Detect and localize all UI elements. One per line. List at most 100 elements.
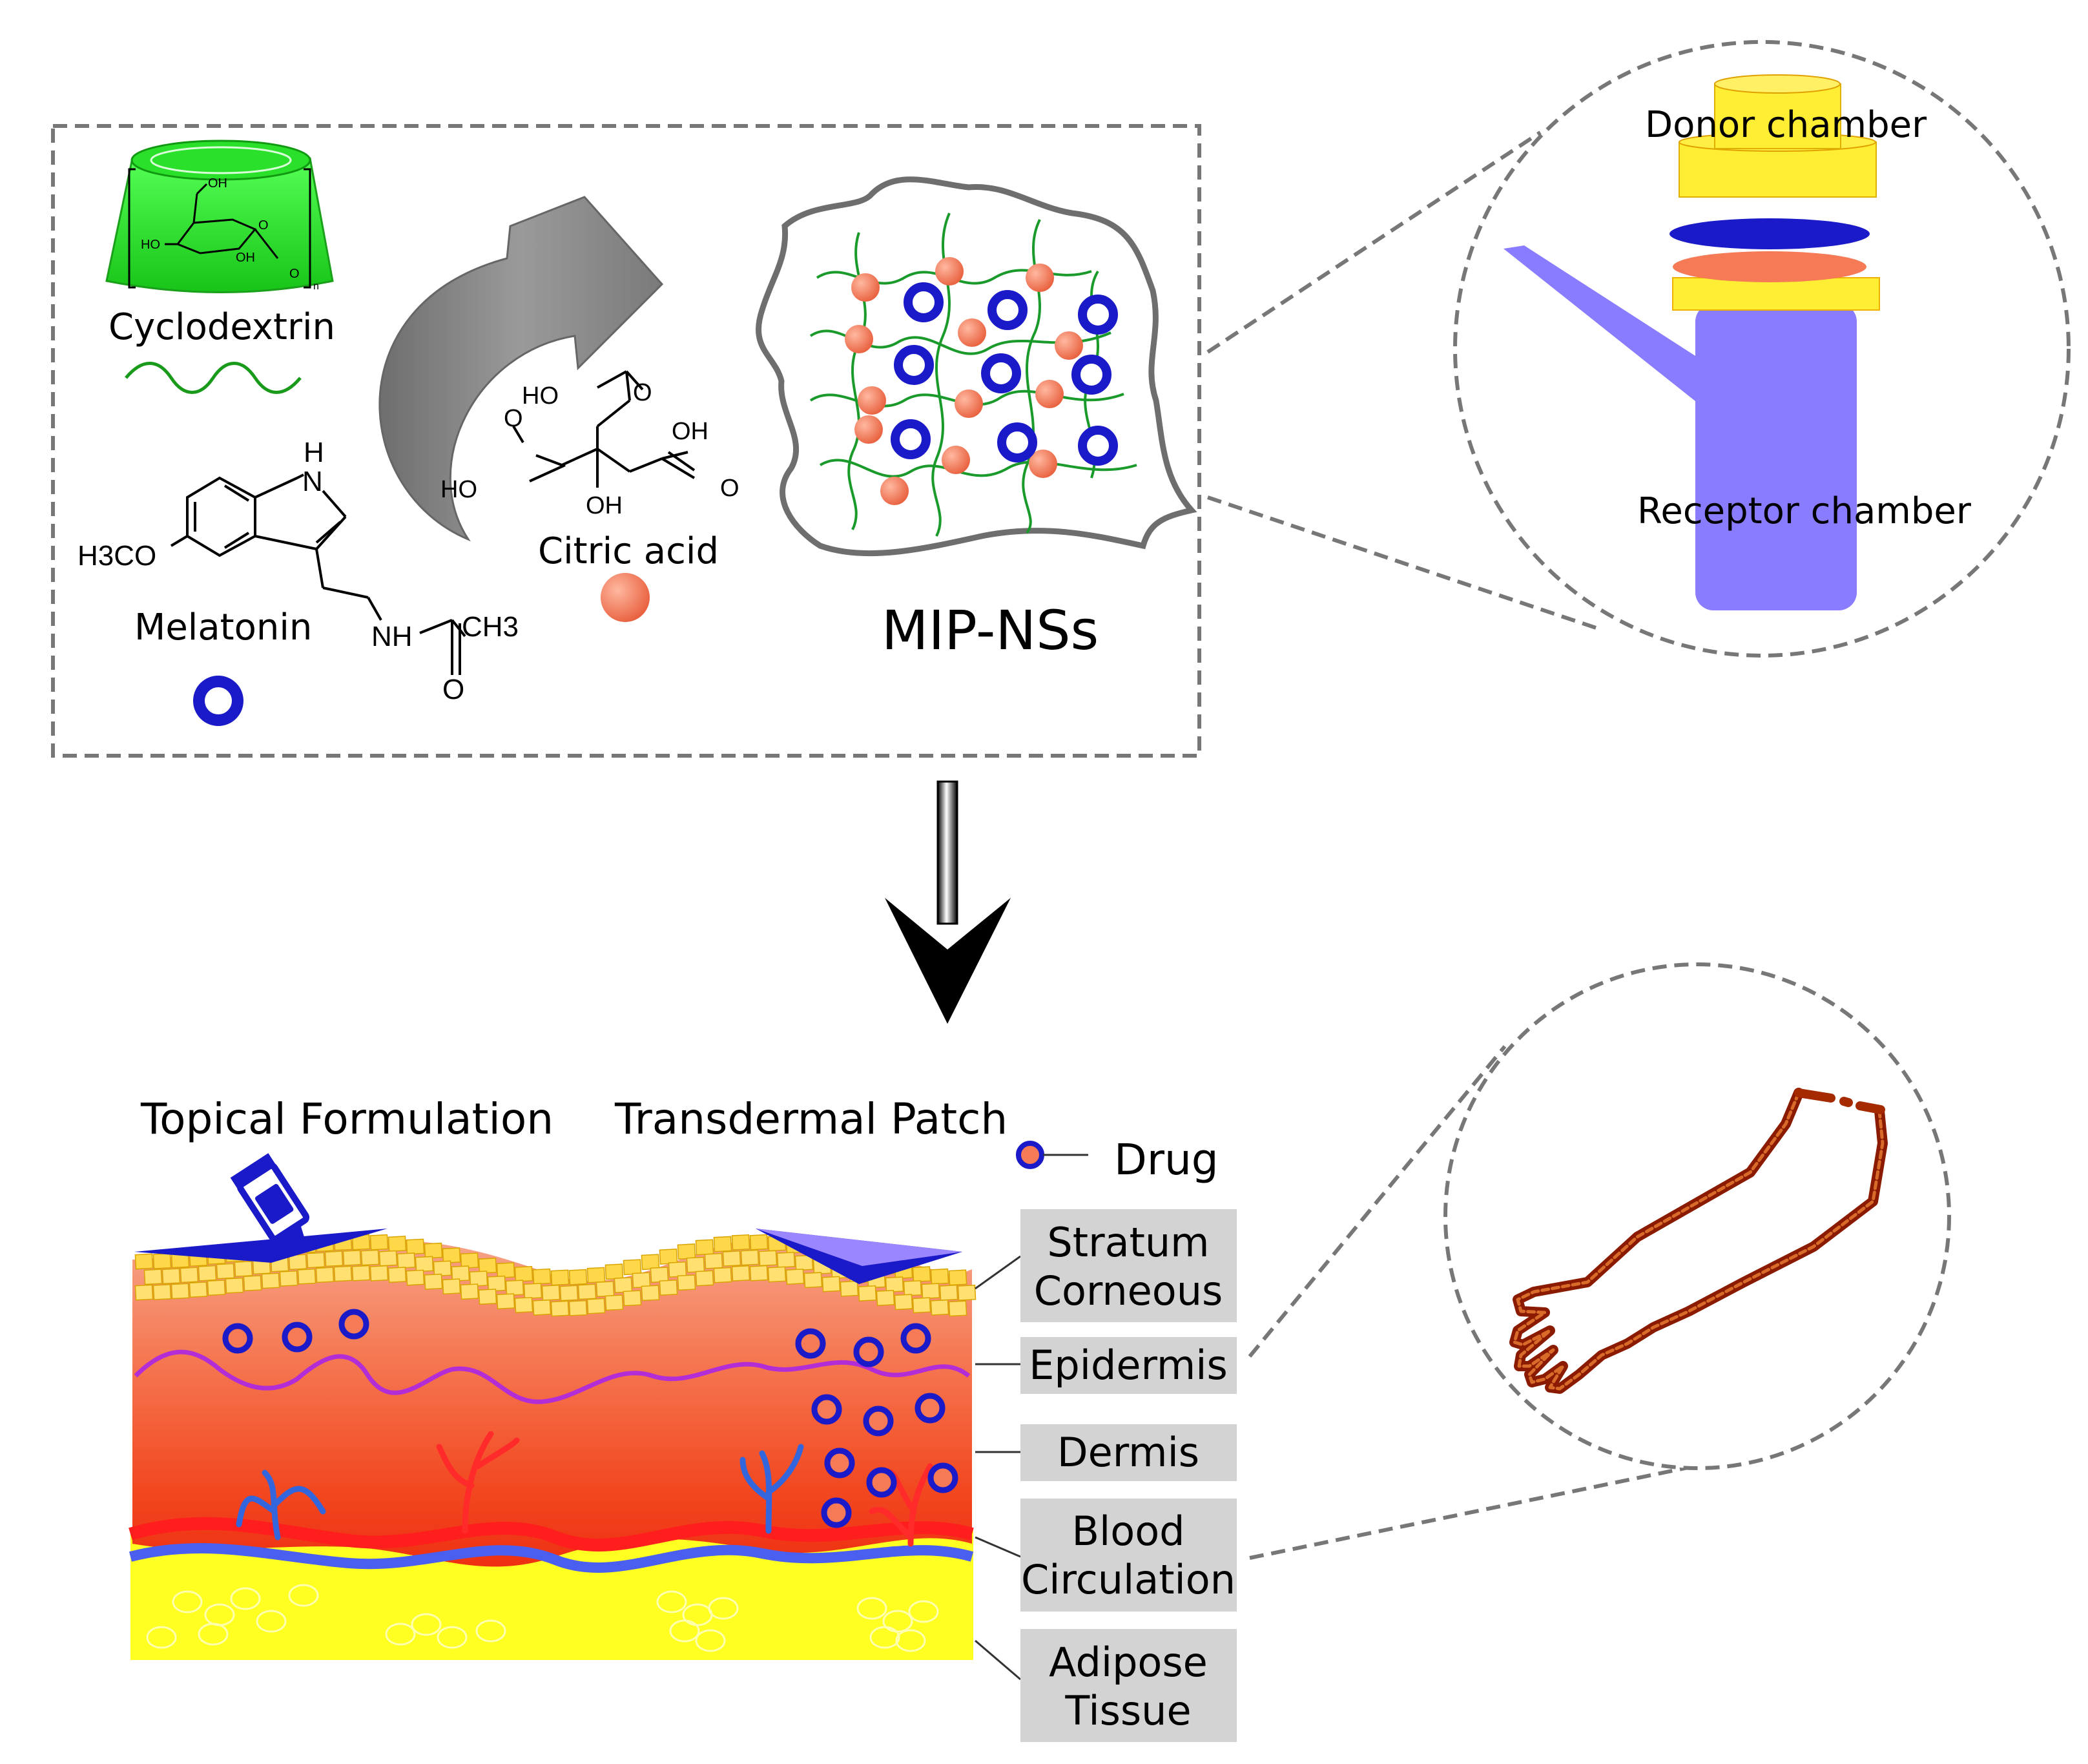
corneocyte (930, 1299, 949, 1316)
donor-chamber-label: Donor chamber (1645, 104, 1927, 146)
corneocyte (550, 1269, 570, 1286)
corneocyte (632, 1272, 651, 1289)
transdermal-patch-backing (756, 1229, 962, 1266)
mel-h3co: H3CO (78, 540, 156, 572)
ca-oh-right: OH (672, 418, 708, 445)
ca-ho-top: HO (522, 382, 559, 410)
adipose-cells (146, 1584, 939, 1652)
adipose-cell (475, 1619, 506, 1643)
drug-particle (900, 1323, 931, 1354)
ca-o-right: O (720, 475, 739, 502)
corneocyte (424, 1242, 443, 1259)
corneocyte (731, 1234, 750, 1250)
layer-label-dermis: Dermis (1057, 1429, 1199, 1476)
corneocyte (858, 1285, 877, 1302)
corneocyte (469, 1271, 488, 1287)
citric-acid-particle (858, 386, 886, 415)
melatonin-particle (981, 353, 1021, 393)
corneocyte (650, 1267, 669, 1283)
cyclodextrin-label: Cyclodextrin (109, 306, 335, 348)
corneocyte (234, 1260, 253, 1277)
corneocyte (442, 1247, 461, 1264)
corneocyte (803, 1272, 823, 1289)
corneocyte (152, 1252, 172, 1269)
corneocyte (225, 1277, 244, 1294)
corneocyte (749, 1265, 769, 1281)
adipose-cell (869, 1626, 900, 1649)
corneocyte (541, 1284, 561, 1301)
drug-particle (811, 1394, 842, 1425)
corneocyte (523, 1283, 543, 1300)
corneocyte (794, 1254, 814, 1271)
corneocyte (822, 1276, 841, 1292)
dermal-epidermal-junction (134, 1349, 971, 1404)
corneocyte (921, 1283, 940, 1300)
mel-n-ring: N (302, 466, 323, 497)
corneocyte (568, 1300, 588, 1316)
synthesis-curved-arrow (378, 196, 664, 542)
franz-diffusion-cell (1504, 74, 1880, 610)
corneocyte (369, 1265, 389, 1281)
corneocyte (315, 1267, 335, 1283)
melatonin-particle (1078, 426, 1118, 466)
corneocyte (767, 1266, 787, 1283)
corneocyte (623, 1259, 642, 1276)
zoom-line-bottom (1207, 495, 1602, 632)
corneocyte (351, 1265, 371, 1281)
citric-acid-particle (854, 415, 883, 444)
adipose-cell (385, 1623, 416, 1646)
melatonin-particle (987, 290, 1028, 330)
cd-o-link: O (289, 267, 300, 281)
corneocyte (369, 1234, 389, 1250)
drug-particle (866, 1467, 897, 1498)
cd-o-ring: O (258, 218, 269, 233)
drug-legend-marker (1016, 1141, 1044, 1169)
topical-film (134, 1229, 388, 1263)
corneocyte (171, 1283, 190, 1300)
arm-outline-icon (1509, 1088, 1888, 1394)
transdermal-patch-label: Transdermal Patch (614, 1094, 1008, 1144)
layer-box-blood-circulation: Blood Circulation (975, 1499, 1237, 1612)
corneocyte (514, 1296, 533, 1313)
corneocyte (505, 1280, 524, 1296)
corneocyte (930, 1268, 949, 1285)
corneocyte (388, 1236, 407, 1252)
adipose-cell (230, 1587, 261, 1610)
corneocyte (180, 1267, 199, 1283)
corneocyte (713, 1236, 732, 1252)
receptor-chamber-label: Receptor chamber (1637, 490, 1972, 532)
corneocyte (894, 1294, 913, 1311)
process-down-arrow (885, 780, 1011, 1024)
corneocyte (559, 1285, 579, 1302)
citric-acid-particle (942, 446, 970, 474)
corneocyte (614, 1276, 633, 1293)
mel-h-top: H (304, 437, 324, 468)
corneocyte (442, 1278, 461, 1295)
corneocyte (415, 1256, 434, 1272)
adipose-cell (172, 1590, 203, 1614)
adipose-cell (856, 1597, 887, 1620)
corneocyte (134, 1284, 154, 1301)
corneocyte (360, 1249, 380, 1266)
adipose-cell (908, 1600, 939, 1623)
corneocyte (397, 1252, 416, 1269)
drug-legend-label: Drug (1114, 1135, 1219, 1185)
corneocyte (406, 1269, 425, 1286)
corneocyte (568, 1269, 588, 1285)
corneocyte (279, 1270, 298, 1287)
mip-ns-particles (845, 257, 1118, 505)
corneocyte (659, 1280, 678, 1296)
corneocyte (550, 1300, 570, 1317)
corneocyte (948, 1300, 967, 1317)
corneocyte (912, 1266, 931, 1283)
corneocyte (749, 1234, 769, 1250)
cd-ho-left: HO (141, 238, 160, 252)
corneocyte (532, 1299, 552, 1316)
corneocyte (460, 1283, 479, 1300)
blue-blood-vessel (129, 1543, 974, 1573)
mel-ch3: CH3 (462, 611, 519, 643)
adipose-cell (895, 1629, 926, 1652)
corneocyte (722, 1250, 741, 1267)
arm-zoom-circle (1443, 962, 1951, 1470)
corneocyte (641, 1254, 660, 1271)
